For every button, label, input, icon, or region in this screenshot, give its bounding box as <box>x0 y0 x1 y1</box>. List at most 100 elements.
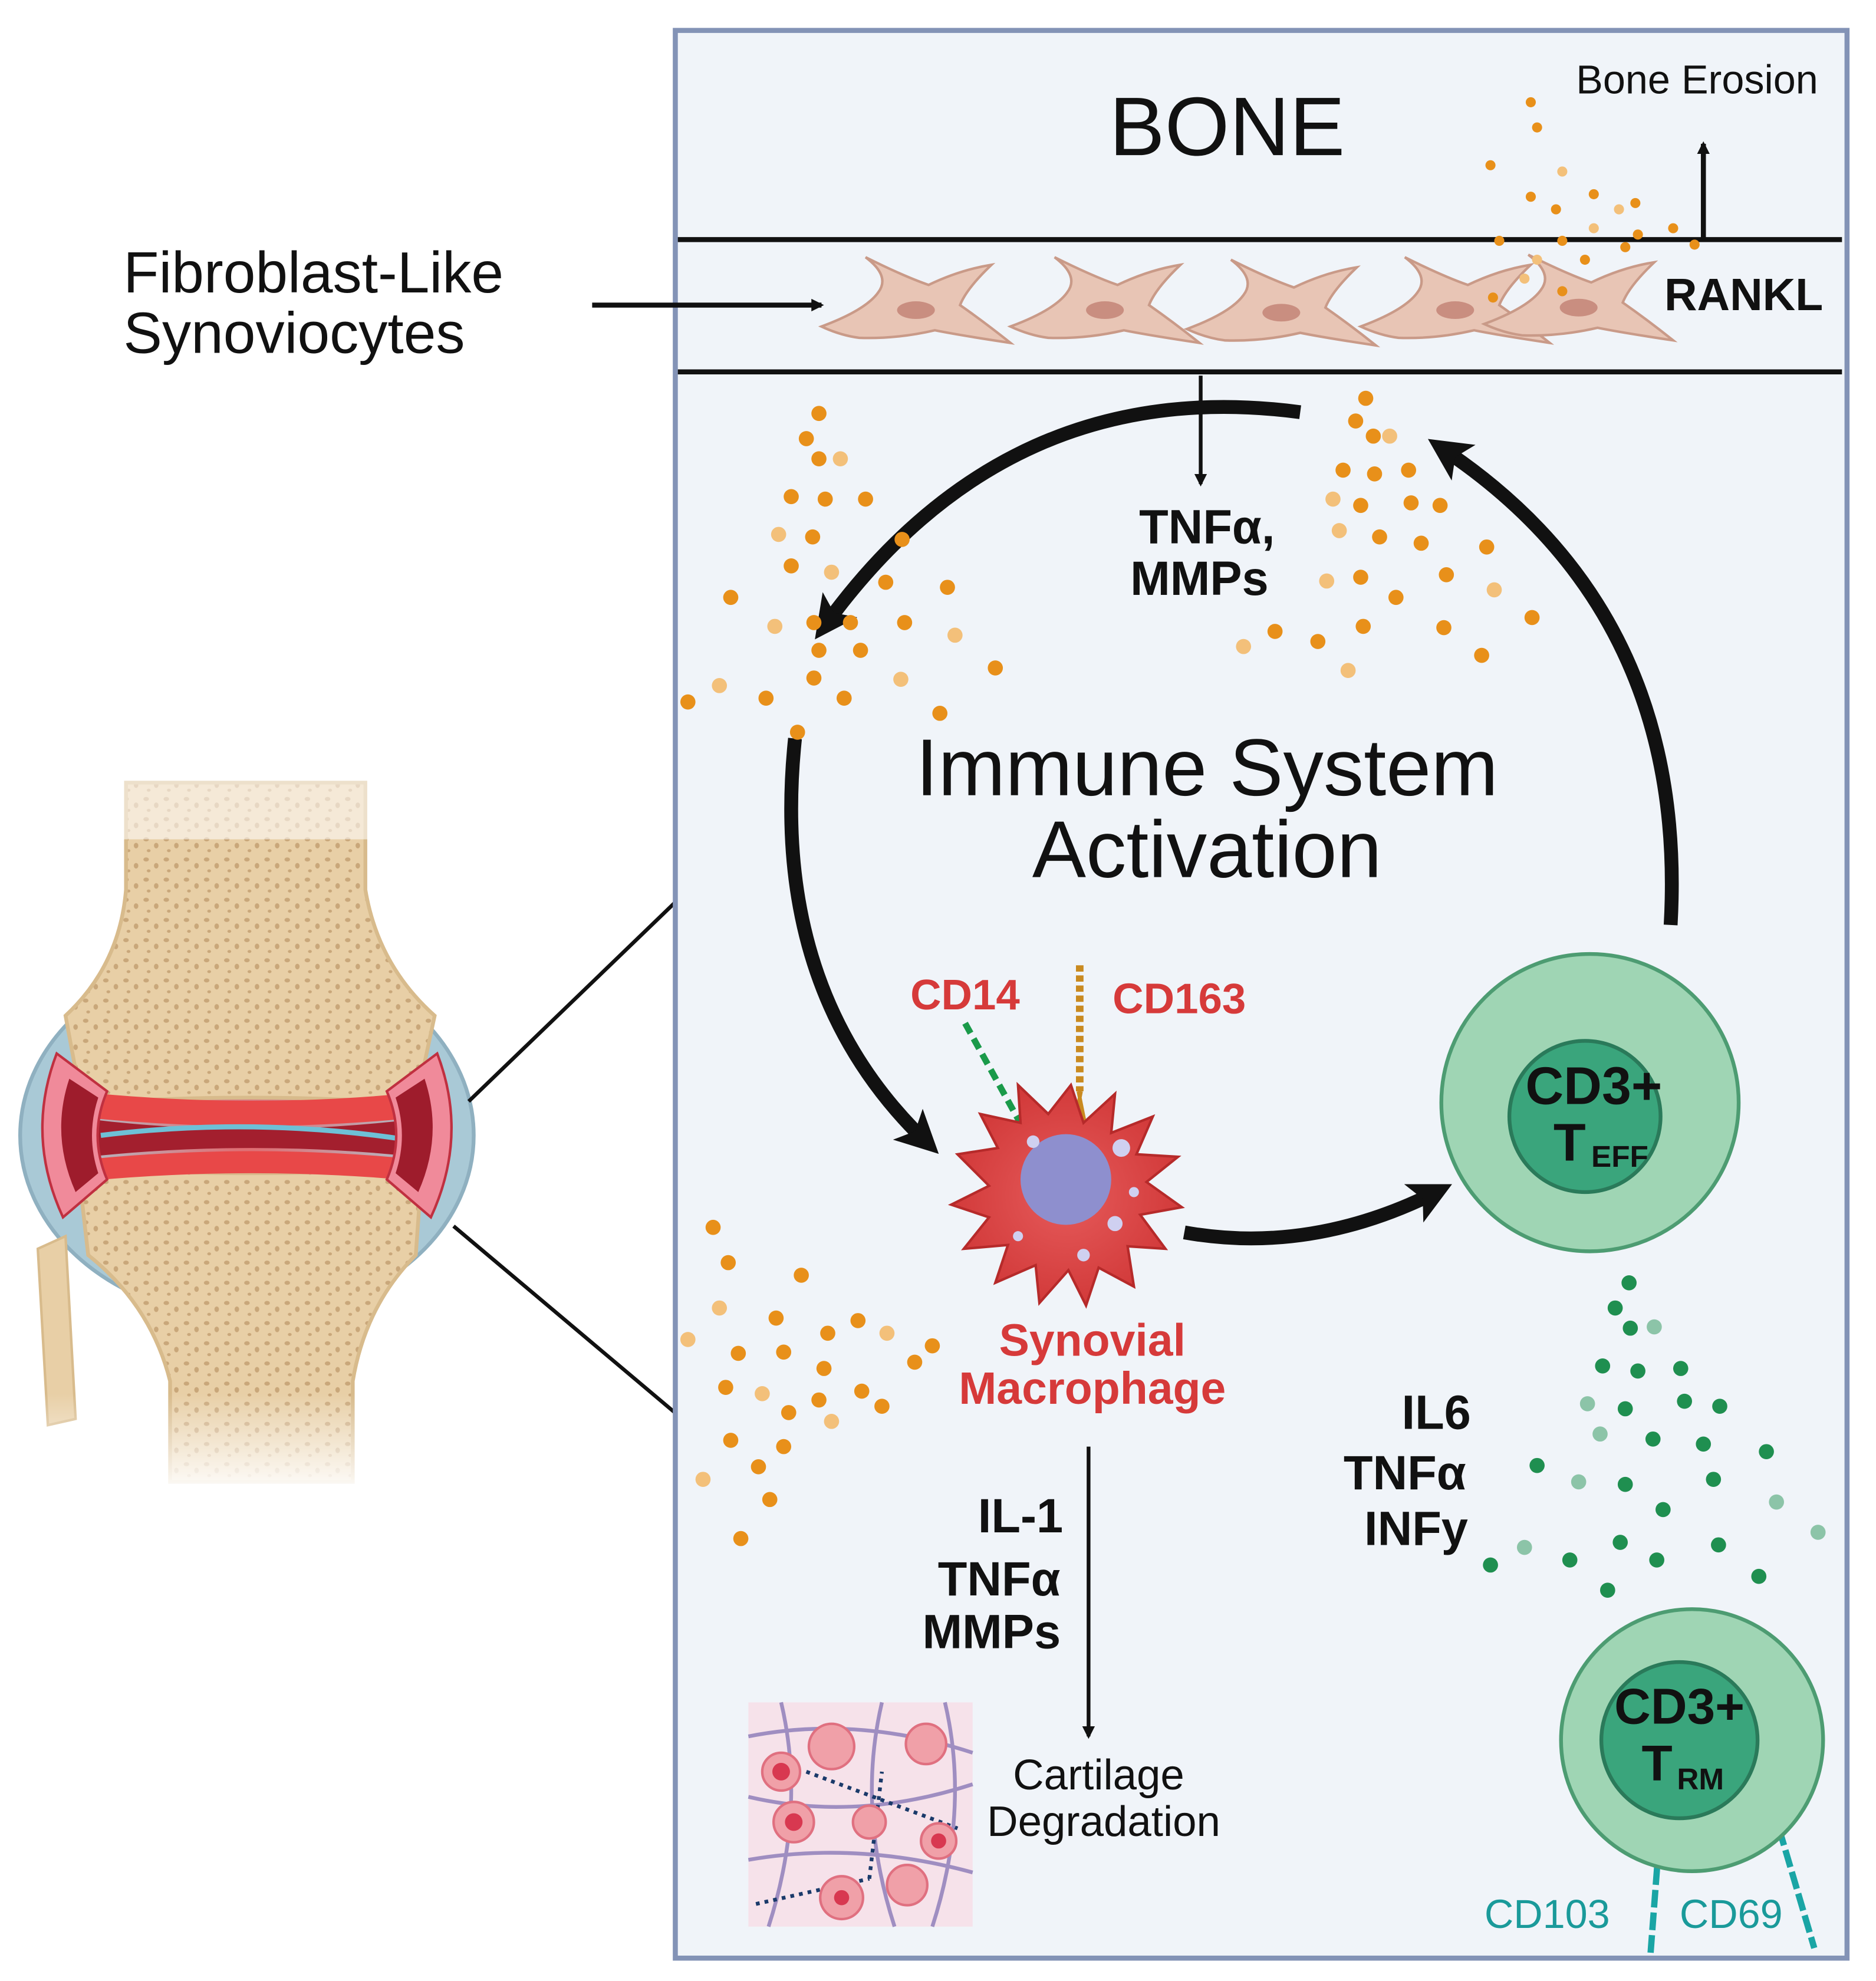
cytokine-dot-icon <box>1617 1401 1633 1417</box>
cytokine-dot-icon <box>806 670 822 686</box>
macrophage-secretion-line1: IL-1 <box>978 1489 1063 1543</box>
macrophage-secretion-line3: MMPs <box>923 1605 1061 1659</box>
cytokine-dot-icon <box>1751 1568 1767 1584</box>
cytokine-dot-icon <box>776 1439 792 1455</box>
cytokine-dot-icon <box>1595 1358 1611 1374</box>
cytokine-dot-icon <box>1645 1431 1661 1447</box>
cytokine-dot-icon <box>1622 1320 1638 1336</box>
cytokine-dot-icon <box>1486 582 1502 598</box>
cytokine-dot-icon <box>1310 634 1326 649</box>
cytokine-dot-icon <box>1474 647 1489 663</box>
cytokine-dot-icon <box>1810 1525 1826 1540</box>
cytokine-dot-icon <box>1620 242 1631 252</box>
cytokine-dot-icon <box>1696 1436 1712 1452</box>
bone-erosion-label: Bone Erosion <box>1576 57 1818 102</box>
cytokine-dot-icon <box>1519 274 1530 284</box>
cytokine-dot-icon <box>1401 462 1416 478</box>
cytokine-dot-icon <box>1439 567 1454 583</box>
cytokine-dot-icon <box>824 564 840 580</box>
cytokine-dot-icon <box>1607 1300 1623 1316</box>
cytokine-dot-icon <box>768 1310 784 1326</box>
cycle-arrow-left <box>784 738 939 1154</box>
macrophage-secretion-line2: TNFα <box>938 1552 1061 1606</box>
tcell-secretion-line1: IL6 <box>1402 1386 1471 1440</box>
cytokine-dot-icon <box>1353 498 1368 514</box>
cytokine-dot-icon <box>718 1380 733 1395</box>
cytokine-dot-icon <box>1557 166 1568 177</box>
cartilage-tissue-icon <box>748 1702 973 1927</box>
cytokine-dot-icon <box>1340 663 1356 679</box>
cytokine-dot-icon <box>1413 535 1429 551</box>
cytokine-dot-icon <box>1599 1582 1615 1598</box>
cytokine-dot-icon <box>879 1325 895 1341</box>
cytokine-dot-icon <box>811 1392 827 1408</box>
cytokine-dot-icon <box>771 526 786 542</box>
cytokine-dot-icon <box>1579 254 1590 265</box>
cytokine-dot-icon <box>1588 189 1599 199</box>
cytokine-dot-icon <box>1588 223 1599 233</box>
cytokine-dot-icon <box>1656 1502 1671 1518</box>
cytokine-dot-icon <box>1621 1275 1637 1291</box>
cytokine-dot-icon <box>811 451 827 467</box>
zoom-line-bottom <box>452 1225 679 1417</box>
cytokine-dot-icon <box>1479 539 1495 555</box>
cytokine-dot-icon <box>1335 462 1351 478</box>
cytokine-dot-icon <box>1236 639 1252 654</box>
fls-secretion-line2: MMPs <box>1130 552 1269 606</box>
cytokine-dot-icon <box>720 1255 736 1271</box>
cytokine-dot-icon <box>733 1531 749 1546</box>
fibroblast-icon <box>1007 256 1204 345</box>
center-label-line2: Activation <box>1032 804 1382 894</box>
cytokine-dot-icon <box>878 574 894 590</box>
cytokine-dot-icon <box>1325 491 1341 507</box>
cytokine-dot-icon <box>1571 1474 1587 1490</box>
cytokine-dot-icon <box>1647 1319 1662 1335</box>
cd103-label: CD103 <box>1485 1892 1610 1937</box>
cytokine-dot-icon <box>776 1344 792 1360</box>
cytokine-dot-icon <box>755 1386 770 1401</box>
cytokine-dot-icon <box>894 532 910 547</box>
cd14-label: CD14 <box>910 971 1020 1019</box>
cytokine-dot-icon <box>1562 1552 1578 1568</box>
macrophage-label-line2: Macrophage <box>959 1363 1226 1414</box>
cytokine-dot-icon <box>817 491 833 507</box>
cytokine-dot-icon <box>751 1459 766 1475</box>
center-label-line1: Immune System <box>916 722 1498 812</box>
cytokine-dot-icon <box>1267 624 1283 639</box>
tcell-secretion-line3: INFy <box>1364 1502 1468 1555</box>
cycle-arrow-right <box>1427 439 1679 926</box>
trm-label-sub: RM <box>1677 1762 1724 1796</box>
cytokine-dot-icon <box>1668 223 1678 233</box>
cd163-label: CD163 <box>1113 975 1246 1022</box>
cd69-label: CD69 <box>1680 1892 1783 1937</box>
trm-label-line1: CD3+ <box>1614 1679 1745 1735</box>
cytokine-dot-icon <box>1365 428 1381 444</box>
cytokine-dot-icon <box>798 431 814 446</box>
cytokine-dot-icon <box>1358 390 1374 406</box>
cytokine-dot-icon <box>1614 204 1624 215</box>
cytokine-dot-icon <box>858 491 873 507</box>
cytokine-dot-icon <box>758 690 774 706</box>
cytokine-dots <box>680 97 1826 1598</box>
cytokine-dot-icon <box>1711 1537 1726 1553</box>
cytokine-dot-icon <box>1485 160 1496 170</box>
cytokine-dot-icon <box>805 529 821 545</box>
cytokine-dot-icon <box>1557 286 1568 297</box>
cycle-arrow-top <box>815 400 1301 640</box>
cytokine-dot-icon <box>723 1433 739 1448</box>
knee-joint-icon <box>18 764 476 1495</box>
cytokine-dot-icon <box>723 590 739 606</box>
cytokine-dot-icon <box>1529 1457 1545 1473</box>
cytokine-dot-icon <box>1592 1426 1608 1442</box>
cytokine-dot-icon <box>1630 1363 1645 1379</box>
cytokine-dot-icon <box>1367 466 1383 482</box>
cytokine-dot-icon <box>820 1325 835 1341</box>
cytokine-dot-icon <box>811 406 827 422</box>
cytokine-dot-icon <box>832 451 848 467</box>
cytokine-dot-icon <box>1432 498 1448 514</box>
cytokine-dot-icon <box>680 694 696 710</box>
cytokine-dot-icon <box>1579 1396 1595 1411</box>
cytokine-dot-icon <box>1706 1472 1722 1487</box>
fibroblast-icon <box>818 256 1015 345</box>
